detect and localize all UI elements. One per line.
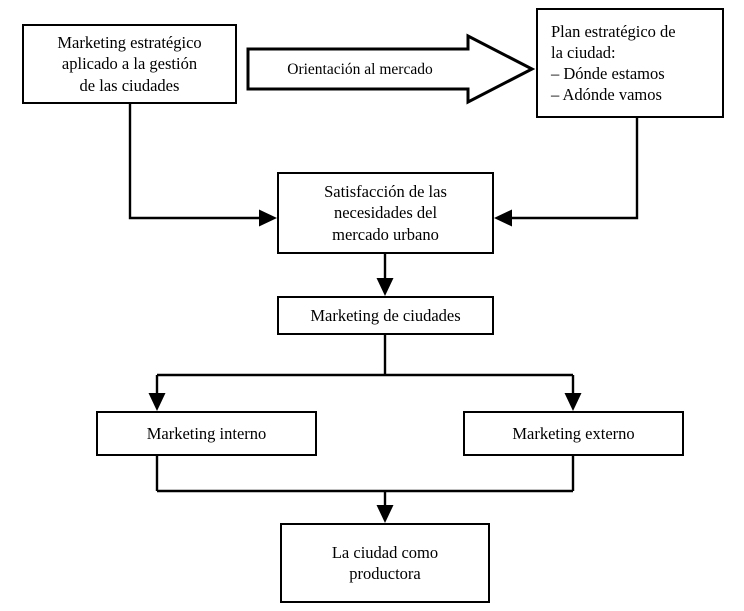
connector-ciudades-split <box>148 335 582 411</box>
connector-estrategico-to-satisfaccion <box>128 104 277 227</box>
node-ciudad-productora-label: La ciudad como productora <box>331 542 439 583</box>
node-marketing-externo: Marketing externo <box>463 411 684 456</box>
node-satisfaccion-necesidades-label: Satisfacción de las necesidades del merc… <box>324 182 447 244</box>
block-arrow-label: Orientación al mercado <box>287 61 433 78</box>
block-arrow-orientacion-al-mercado: Orientación al mercado <box>246 33 536 105</box>
node-marketing-interno: Marketing interno <box>96 411 317 456</box>
node-marketing-de-ciudades: Marketing de ciudades <box>277 296 494 335</box>
node-marketing-externo-label: Marketing externo <box>512 423 635 443</box>
node-satisfaccion-necesidades: Satisfacción de las necesidades del merc… <box>277 172 494 254</box>
node-marketing-estrategico: Marketing estratégico aplicado a la gest… <box>22 24 237 104</box>
node-ciudad-productora: La ciudad como productora <box>280 523 490 603</box>
connector-plan-to-satisfaccion <box>494 118 639 227</box>
block-arrow-shape <box>246 33 536 105</box>
node-plan-estrategico-label: Plan estratégico de la ciudad: – Dónde e… <box>551 21 676 105</box>
connector-satisfaccion-to-ciudades <box>376 254 394 296</box>
node-marketing-estrategico-label: Marketing estratégico aplicado a la gest… <box>57 33 202 95</box>
node-marketing-interno-label: Marketing interno <box>146 423 267 443</box>
connector-merge-to-productora <box>155 456 575 523</box>
node-plan-estrategico: Plan estratégico de la ciudad: – Dónde e… <box>536 8 724 118</box>
node-marketing-de-ciudades-label: Marketing de ciudades <box>310 305 461 325</box>
